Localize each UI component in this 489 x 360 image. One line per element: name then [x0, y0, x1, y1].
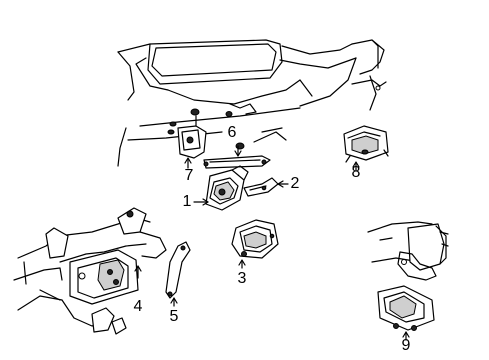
callout-8: 8: [351, 164, 361, 181]
callout-1: 1: [182, 193, 192, 210]
part-3-mount-bracket: [231, 219, 279, 269]
callout-2: 2: [290, 175, 300, 192]
callout-7: 7: [184, 167, 194, 184]
callout-4: 4: [133, 298, 143, 315]
part-5-rod: [165, 241, 191, 307]
callout-9: 9: [401, 337, 411, 354]
part-2-bracket: [243, 177, 289, 197]
part-6-strap: [203, 145, 271, 169]
part-7-engine-mount-bracket: [177, 125, 207, 169]
callout-5: 5: [169, 308, 179, 325]
frame-crossmember: [13, 207, 167, 335]
part-9-transmission-mount: [377, 285, 435, 341]
part-1-mount-insulator: [193, 165, 249, 211]
transmission-tail: [367, 221, 449, 281]
callout-6: 6: [227, 124, 237, 141]
engine-transmission-assembly: [117, 39, 387, 167]
part-8-engine-mount: [343, 125, 389, 171]
callout-3: 3: [237, 270, 247, 287]
